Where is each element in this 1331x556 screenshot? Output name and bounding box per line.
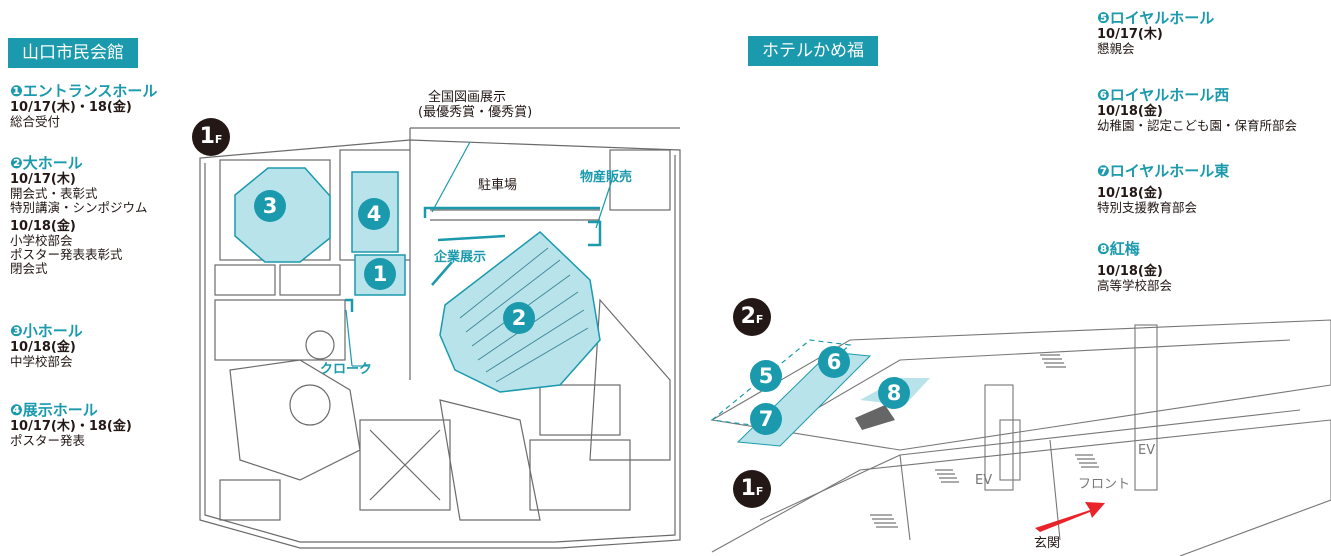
- room-title: ❺ロイヤルホール: [1097, 9, 1215, 27]
- floor-badge-2f: 2F: [733, 298, 771, 336]
- room-date: 10/17(木): [1097, 27, 1163, 42]
- room-marker-6: 6: [818, 346, 850, 378]
- room-desc: 中学校部会: [10, 354, 73, 369]
- room-entry-4: ❹展示ホール 10/17(木)・18(金) ポスター発表: [10, 401, 132, 448]
- room-desc: 総合受付: [10, 114, 61, 129]
- room-title: ❸小ホール: [10, 322, 83, 340]
- label-award-category: (最優秀賞・優秀賞): [418, 105, 533, 120]
- room-marker-3: 3: [254, 190, 286, 222]
- room-marker-8: 8: [878, 377, 910, 409]
- hotel-room-entry-6: ❻ロイヤルホール西 10/18(金) 幼稚園・認定こども園・保育所部会: [1097, 86, 1297, 133]
- room-entry-1: ❶エントランスホール 10/17(木)・18(金) 総合受付: [10, 82, 157, 129]
- room-desc: 閉会式: [10, 261, 48, 276]
- room-date: 10/18(金): [10, 219, 76, 234]
- venue-label-shimin-kaikan: 山口市民会館: [8, 38, 138, 68]
- room-date: 10/17(木)・18(金): [10, 100, 132, 115]
- room-date: 10/17(木)・18(金): [10, 419, 132, 434]
- room-title: ❷大ホール: [10, 154, 83, 172]
- room-marker-2: 2: [503, 302, 535, 334]
- label-national-drawing-exhibit: 全国図画展示: [428, 90, 507, 105]
- hotel-room-entry-5: ❺ロイヤルホール 10/17(木) 懇親会: [1097, 9, 1214, 56]
- room-desc: 特別講演・シンポジウム: [10, 200, 148, 215]
- floor-badge-1f-hotel: 1F: [733, 470, 771, 508]
- room-marker-1: 1: [364, 258, 396, 290]
- hotel-room-entry-8: ❽紅梅 10/18(金) 高等学校部会: [1097, 240, 1172, 293]
- room-date: 10/17(木): [10, 172, 76, 187]
- room-desc: 幼稚園・認定こども園・保育所部会: [1097, 118, 1298, 133]
- label-parking: 駐車場: [478, 178, 518, 193]
- room-date: 10/18(金): [1097, 264, 1163, 279]
- room-desc: 開会式・表彰式: [10, 186, 98, 201]
- room-entry-2: ❷大ホール 10/17(木) 開会式・表彰式 特別講演・シンポジウム 10/18…: [10, 154, 148, 276]
- room-date: 10/18(金): [1097, 104, 1163, 119]
- label-front-desk: フロント: [1078, 477, 1131, 492]
- label-entrance: 玄関: [1034, 536, 1061, 551]
- room-title: ❽紅梅: [1097, 240, 1140, 258]
- room-desc: ポスター発表表彰式: [10, 247, 123, 262]
- label-elevator-2: EV: [1138, 443, 1156, 458]
- room-marker-4: 4: [358, 198, 390, 230]
- room-entry-3: ❸小ホール 10/18(金) 中学校部会: [10, 322, 83, 369]
- floor-badge-1f: 1F: [192, 118, 230, 156]
- label-corporate-exhibit: 企業展示: [434, 250, 487, 265]
- label-elevator-1: EV: [975, 473, 993, 488]
- label-product-sales: 物産販売: [580, 170, 633, 185]
- room-title: ❶エントランスホール: [10, 82, 158, 100]
- hotel-room-entry-7: ❼ロイヤルホール東 10/18(金) 特別支援教育部会: [1097, 162, 1229, 215]
- room-marker-5: 5: [750, 360, 782, 392]
- room-title: ❻ロイヤルホール西: [1097, 86, 1230, 104]
- label-cloakroom: クローク: [320, 362, 373, 377]
- room-desc: 小学校部会: [10, 233, 73, 248]
- room-desc: 特別支援教育部会: [1097, 200, 1198, 215]
- room-date: 10/18(金): [10, 340, 76, 355]
- venue-label-hotel-kamefuku: ホテルかめ福: [748, 36, 878, 66]
- room-marker-7: 7: [750, 403, 782, 435]
- room-date: 10/18(金): [1097, 186, 1163, 201]
- room-title: ❼ロイヤルホール東: [1097, 162, 1230, 180]
- room-title: ❹展示ホール: [10, 401, 98, 419]
- room-desc: 高等学校部会: [1097, 278, 1173, 293]
- room-desc: 懇親会: [1097, 41, 1135, 56]
- room-desc: ポスター発表: [10, 433, 86, 448]
